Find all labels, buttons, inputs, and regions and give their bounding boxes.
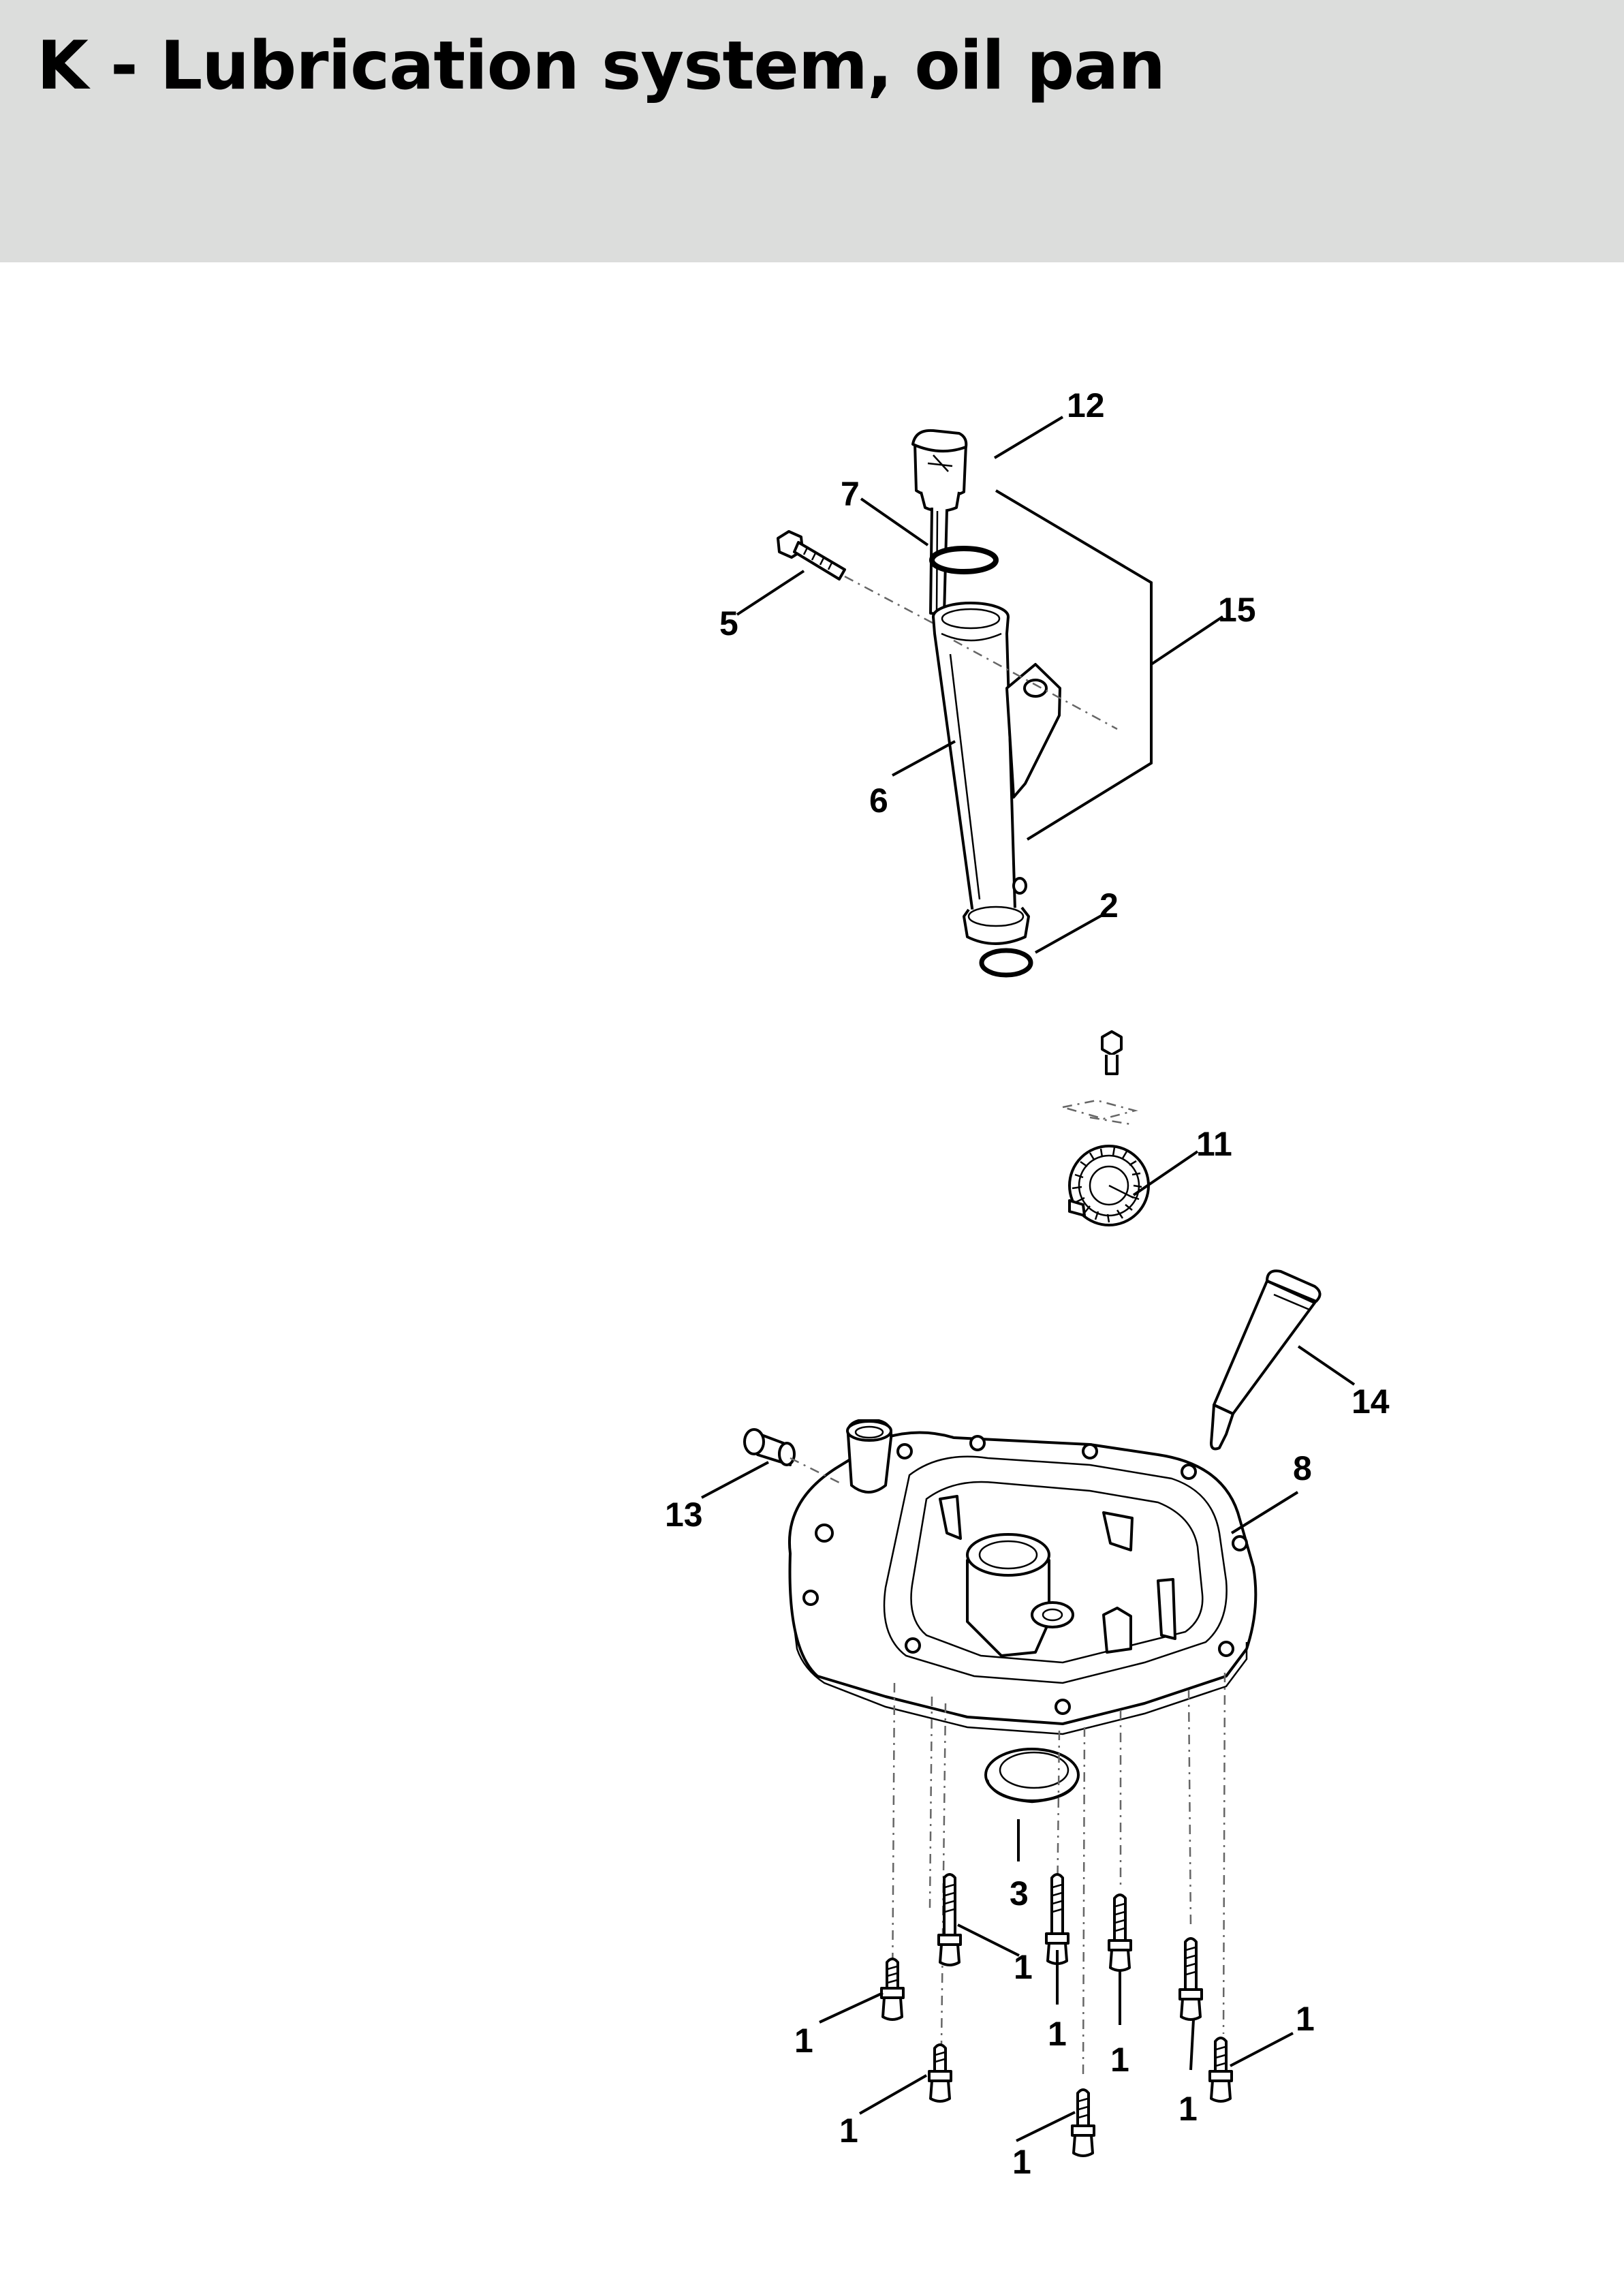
- o-ring-part[interactable]: [929, 546, 999, 574]
- callout-3: 3: [1010, 1874, 1029, 1913]
- oil-pan-part[interactable]: [788, 1419, 1258, 1735]
- callout-1-f: 1: [1110, 2041, 1129, 2079]
- oil-seal-part[interactable]: [984, 1748, 1080, 1804]
- page-title: K - Lubrication system, oil pan: [37, 27, 1166, 105]
- callout-5: 5: [719, 604, 738, 643]
- callout-1-c: 1: [839, 2112, 858, 2150]
- oil-filler-tube-part[interactable]: [932, 602, 1118, 945]
- o-ring-bottom-part[interactable]: [979, 948, 1033, 978]
- callout-15: 15: [1218, 591, 1256, 629]
- callout-6: 6: [869, 782, 888, 820]
- callout-11: 11: [1196, 1125, 1232, 1163]
- callout-1-a: 1: [794, 2022, 813, 2060]
- leader-lines: [701, 416, 1356, 2142]
- callout-12: 12: [1067, 386, 1105, 424]
- plug-part[interactable]: [743, 1428, 840, 1484]
- callout-1-e: 1: [1012, 2143, 1031, 2181]
- governor-assembly-part[interactable]: [1062, 1030, 1150, 1226]
- callout-1-b: 1: [1014, 1948, 1033, 1986]
- callout-14: 14: [1352, 1382, 1390, 1421]
- callout-1-g: 1: [1178, 2090, 1198, 2128]
- header-band: [0, 0, 1624, 262]
- callout-1-d: 1: [1048, 2015, 1067, 2053]
- callout-7: 7: [841, 475, 860, 513]
- callout-8: 8: [1293, 1449, 1312, 1487]
- callout-2: 2: [1099, 886, 1119, 925]
- callout-13: 13: [665, 1496, 703, 1534]
- screw-part[interactable]: [777, 530, 941, 628]
- callout-1-h: 1: [1296, 2000, 1315, 2038]
- oil-filler-cap-part[interactable]: [911, 429, 968, 616]
- callout-labels: 12 7 5 15 6 2 11 14 8 13 3 1 1 1 1 1 1 1…: [665, 386, 1390, 2181]
- alignment-lines: [891, 1672, 1226, 2079]
- sealant-tube-part[interactable]: [1210, 1269, 1322, 1451]
